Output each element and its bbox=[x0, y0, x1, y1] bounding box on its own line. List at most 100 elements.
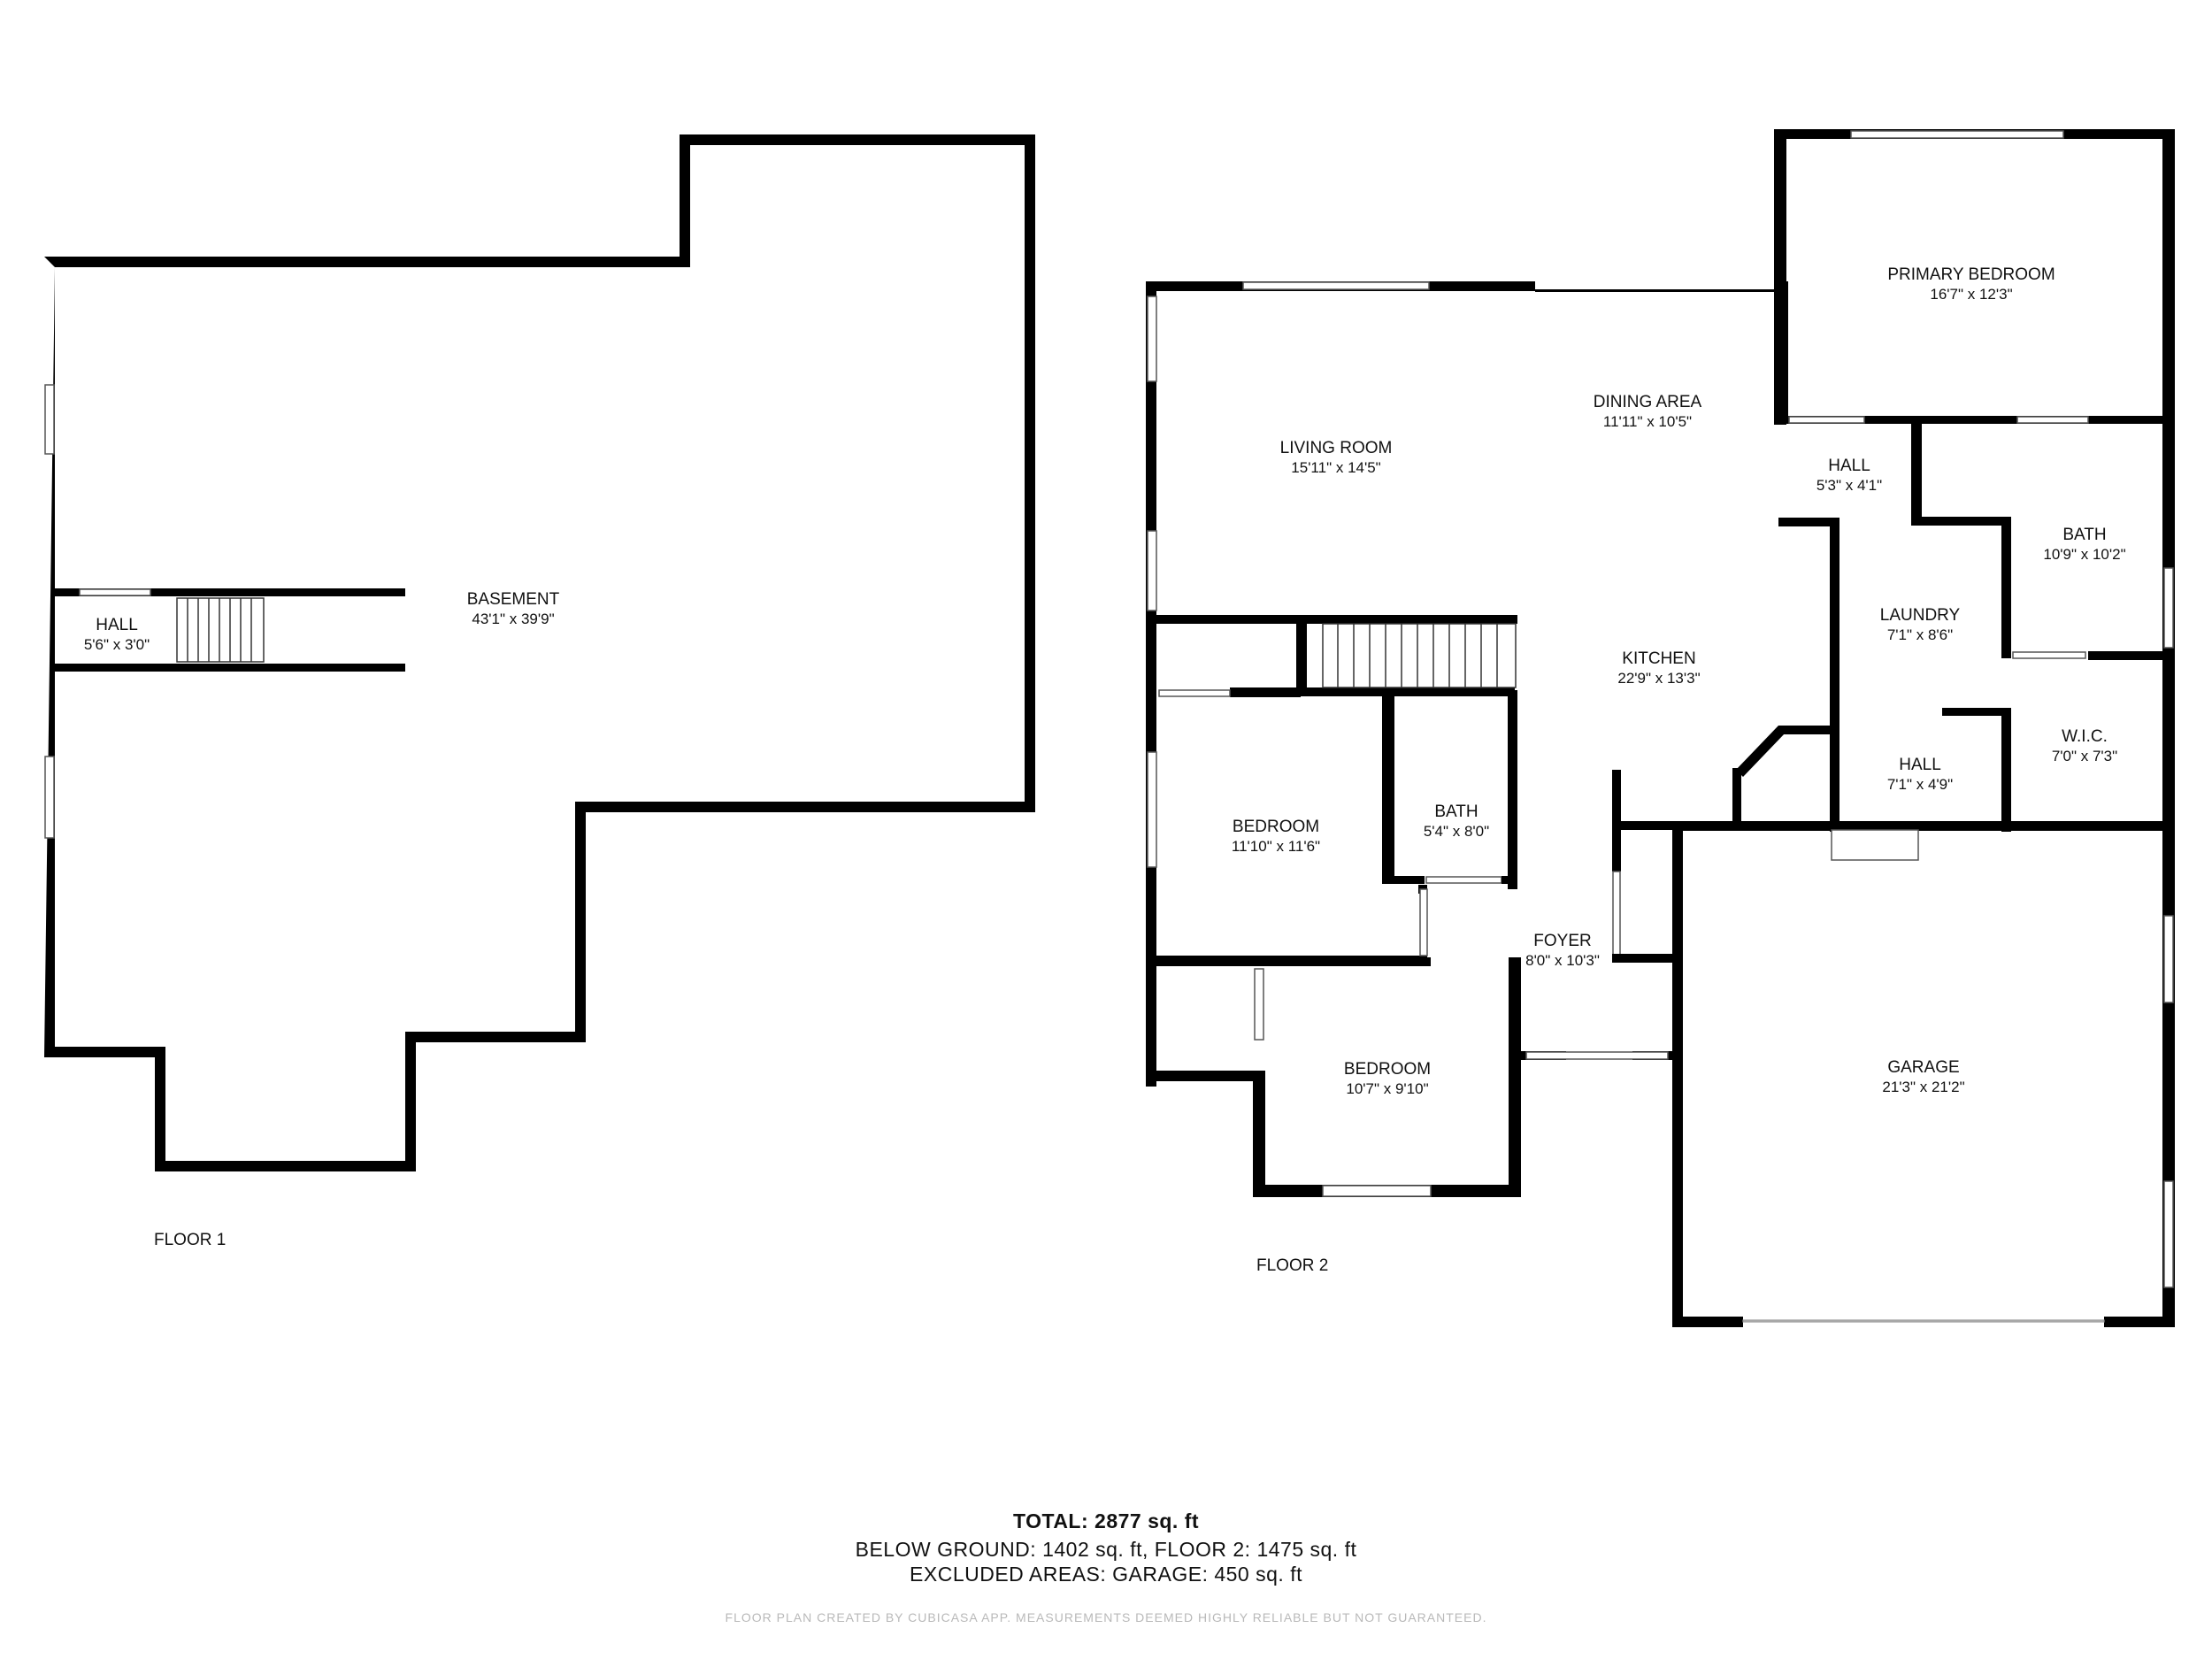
wall-kitchen-corner bbox=[1778, 726, 1839, 734]
room-dim-bedroom-2: 10'7" x 9'10" bbox=[1346, 1080, 1428, 1097]
bedroom-2-door bbox=[1254, 968, 1264, 1041]
room-dim-kitchen: 22'9" x 13'3" bbox=[1617, 670, 1700, 687]
hall-f1-wall-top bbox=[55, 588, 405, 596]
below-ground-area: BELOW GROUND: 1402 sq. ft, FLOOR 2: 1475… bbox=[855, 1538, 1357, 1561]
room-dim-primary-bedroom: 16'7" x 12'3" bbox=[1930, 286, 2012, 303]
wall-closet-left-top bbox=[1296, 619, 1307, 690]
total-label: TOTAL: bbox=[1012, 1509, 1089, 1532]
wall-bath-left bbox=[2001, 517, 2011, 658]
wall-garage-bottom-right bbox=[2104, 1317, 2175, 1327]
bedroom-1-window bbox=[1147, 751, 1157, 868]
foyer-closet-door bbox=[1612, 871, 1621, 961]
wall-hall-upper-right bbox=[1911, 418, 1922, 524]
room-name-foyer: FOYER bbox=[1533, 932, 1591, 950]
upper-hall-door bbox=[1788, 416, 1865, 424]
wall-kitchen-bottom-b bbox=[1732, 768, 1741, 828]
wall-primary-right bbox=[2162, 129, 2175, 1324]
primary-window-top bbox=[1850, 130, 2064, 139]
foyer-entry-door bbox=[1525, 1051, 1669, 1060]
wall-primary-left bbox=[1774, 129, 1786, 425]
room-name-garage: GARAGE bbox=[1887, 1058, 1959, 1077]
wall-bath-hall-bottom bbox=[1382, 876, 1425, 884]
room-dim-dining-area: 11'11" x 10'5" bbox=[1603, 413, 1692, 430]
room-dim-bath-primary: 10'9" x 10'2" bbox=[2043, 546, 2125, 563]
wall-bath-left-top bbox=[1911, 517, 2008, 526]
excluded-area: EXCLUDED AREAS: GARAGE: 450 sq. ft bbox=[910, 1563, 1302, 1586]
living-window-left-1 bbox=[1147, 296, 1157, 382]
wall-stair-right bbox=[1508, 690, 1517, 889]
room-name-hall-lower: HALL bbox=[1899, 756, 1941, 774]
room-name-primary-bedroom: PRIMARY BEDROOM bbox=[1887, 265, 2055, 284]
room-name-bath-primary: BATH bbox=[2062, 526, 2106, 544]
room-name-bath-hall: BATH bbox=[1434, 803, 1478, 821]
basement-window-2 bbox=[44, 756, 55, 839]
wall-closet-top bbox=[1612, 821, 1678, 830]
bath-window bbox=[2163, 567, 2174, 649]
wall-bath-bottom bbox=[2088, 651, 2175, 660]
room-dim-bath-hall: 5'4" x 8'0" bbox=[1424, 823, 1489, 840]
bedroom-2-window-bottom bbox=[1322, 1185, 1432, 1197]
room-name-hall-upper: HALL bbox=[1828, 457, 1870, 475]
hall-f1-wall-bottom bbox=[55, 664, 405, 672]
bath-hall-door bbox=[1425, 876, 1502, 884]
wall-garage-top bbox=[1672, 821, 2175, 831]
bath-door bbox=[2012, 651, 2086, 659]
basement-outline bbox=[44, 134, 1035, 1171]
wall-foyer-right-top bbox=[1612, 770, 1621, 872]
wall-garage-bottom-left bbox=[1672, 1317, 1743, 1327]
floor-1-stairs bbox=[176, 597, 265, 663]
room-dim-bedroom-1: 11'10" x 11'6" bbox=[1232, 838, 1320, 855]
wall-laundry-left bbox=[1830, 518, 1839, 832]
room-name-living-room: LIVING ROOM bbox=[1280, 439, 1393, 457]
room-dim-garage: 21'3" x 21'2" bbox=[1882, 1079, 1964, 1095]
wall-hall-divider bbox=[1942, 708, 2008, 716]
disclaimer: FLOOR PLAN CREATED BY CUBICASA APP. MEAS… bbox=[725, 1610, 1487, 1624]
floor-2-plan bbox=[1146, 129, 2175, 1327]
total-area: TOTAL: 2877 sq. ft bbox=[0, 1509, 2212, 1533]
floor-1-label: FLOOR 1 bbox=[154, 1231, 226, 1249]
wall-hall-lower-right bbox=[2001, 708, 2011, 832]
garage-entry-step bbox=[1831, 829, 1919, 861]
room-name-kitchen: KITCHEN bbox=[1622, 649, 1695, 668]
wall-kitchen-angle bbox=[1736, 726, 1786, 777]
wall-bedroom-2-left-box bbox=[1146, 1071, 1259, 1081]
living-window-top bbox=[1242, 281, 1430, 290]
room-dim-wic: 7'0" x 7'3" bbox=[2052, 748, 2117, 764]
wall-bedroom-2-right bbox=[1509, 957, 1521, 1196]
garage-window-2 bbox=[2163, 1180, 2174, 1288]
wall-foyer-right-bottom bbox=[1612, 954, 1678, 963]
garage-window-1 bbox=[2163, 915, 2174, 1003]
wall-bath-hall-right-low bbox=[1502, 876, 1517, 884]
primary-door-bottom bbox=[2016, 416, 2089, 424]
hall-f1-door bbox=[79, 588, 151, 596]
room-dim-hall-f1: 5'6" x 3'0" bbox=[84, 636, 150, 653]
room-name-wic: W.I.C. bbox=[2062, 727, 2108, 746]
wall-bedroom-2-left bbox=[1253, 1071, 1265, 1197]
bedroom-1-door bbox=[1419, 888, 1428, 956]
garage-door-opening bbox=[1742, 1319, 2105, 1323]
floor-2-stairs bbox=[1322, 623, 1517, 688]
room-name-bedroom-1: BEDROOM bbox=[1233, 818, 1319, 836]
wall-bath-hall-left bbox=[1382, 694, 1394, 884]
living-window-left-2 bbox=[1147, 530, 1157, 611]
room-name-dining-area: DINING AREA bbox=[1594, 393, 1702, 411]
room-dim-foyer: 8'0" x 10'3" bbox=[1525, 952, 1600, 969]
room-name-laundry: LAUNDRY bbox=[1880, 606, 1961, 625]
wall-bedroom-1-top bbox=[1230, 690, 1301, 697]
room-dim-hall-lower: 7'1" x 4'9" bbox=[1887, 776, 1953, 793]
total-value: 2877 sq. ft bbox=[1094, 1509, 1200, 1532]
wall-primary-bottom bbox=[1774, 416, 2175, 424]
floor-2-label: FLOOR 2 bbox=[1256, 1256, 1328, 1275]
wall-top-primary-right bbox=[1535, 289, 1783, 292]
floor-1-plan bbox=[44, 134, 1035, 1171]
room-name-hall-f1: HALL bbox=[96, 616, 138, 634]
room-dim-basement: 43'1" x 39'9" bbox=[472, 611, 554, 627]
wall-garage-left bbox=[1672, 821, 1683, 1327]
wall-stair-top bbox=[1146, 615, 1517, 624]
wall-bedroom-2-top bbox=[1146, 957, 1431, 966]
room-dim-laundry: 7'1" x 8'6" bbox=[1887, 626, 1953, 643]
room-name-bedroom-2: BEDROOM bbox=[1344, 1060, 1431, 1079]
room-dim-living-room: 15'11" x 14'5" bbox=[1291, 459, 1380, 476]
room-dim-hall-upper: 5'3" x 4'1" bbox=[1816, 477, 1882, 494]
